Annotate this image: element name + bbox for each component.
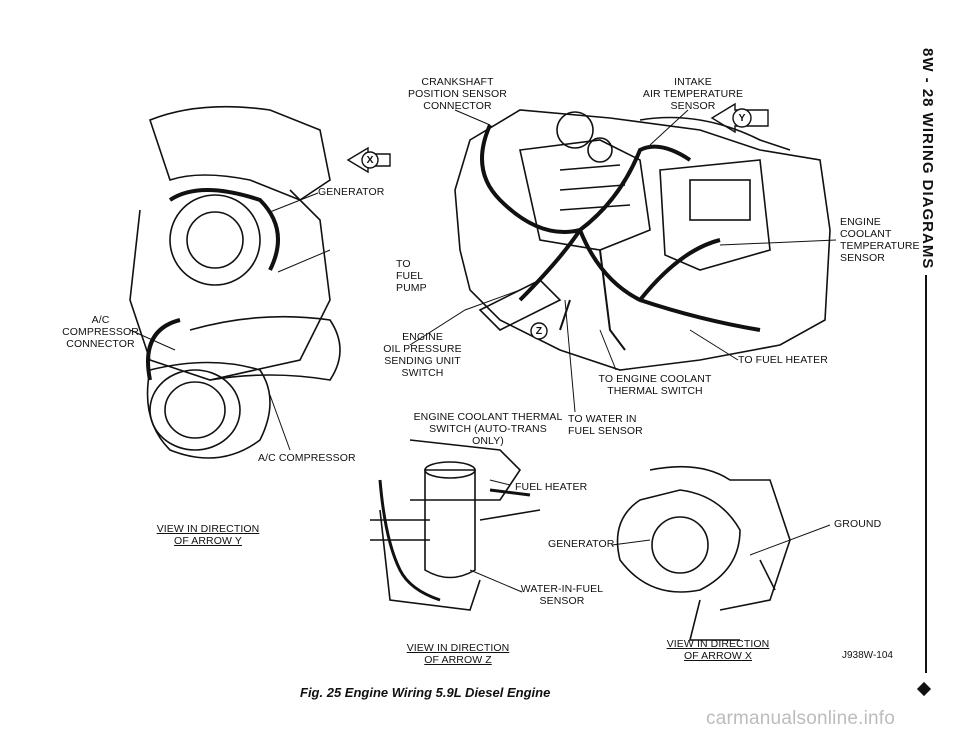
arrow-y-letter: Y — [738, 112, 746, 124]
arrow-x-letter: X — [366, 154, 374, 166]
to-fuel-heater-label: TO FUEL HEATER — [738, 354, 828, 366]
generator-view-x-label: GENERATOR — [548, 538, 615, 550]
figure-code: J938W-104 — [842, 650, 893, 661]
view-arrow-z-caption: VIEW IN DIRECTION OF ARROW Z — [406, 642, 510, 666]
fuel-heater-label: FUEL HEATER — [515, 481, 588, 493]
section-title: 8W - 28 WIRING DIAGRAMS — [919, 48, 936, 270]
generator-label: GENERATOR — [318, 186, 385, 198]
arrow-x-marker — [346, 146, 391, 174]
section-rule — [925, 275, 927, 673]
arrow-y-marker — [710, 102, 769, 134]
generator-x-body — [616, 489, 741, 593]
fuel-filter-body — [424, 469, 476, 579]
arrow-z-marker — [530, 322, 548, 340]
generator-body — [169, 194, 261, 286]
view-arrow-y-caption: VIEW IN DIRECTION OF ARROW Y — [156, 523, 260, 547]
view-arrow-x-caption: VIEW IN DIRECTION OF ARROW X — [666, 638, 770, 662]
engine-coolant-thermal-switch-auto-trans-label: ENGINE COOLANT THERMAL SWITCH (AUTO-TRAN… — [413, 411, 563, 447]
to-fuel-pump-label: TO FUEL PUMP — [396, 258, 427, 294]
ac-compressor-connector-label: A/C COMPRESSOR CONNECTOR — [62, 314, 139, 350]
to-water-in-fuel-sensor-label: TO WATER IN FUEL SENSOR — [568, 413, 643, 437]
wiring-harness-y — [480, 124, 761, 332]
oil-pressure-sending-unit-label: ENGINE OIL PRESSURE SENDING UNIT SWITCH — [383, 331, 462, 379]
intake-air-temperature-sensor-label: INTAKE AIR TEMPERATURE SENSOR — [642, 76, 744, 112]
water-in-fuel-sensor-label: WATER-IN-FUEL SENSOR — [520, 583, 604, 607]
intake-tube — [149, 105, 331, 201]
engine-coolant-temperature-sensor-label: ENGINE COOLANT TEMPERATURE SENSOR — [840, 216, 920, 264]
page-section-header: 8W - 28 WIRING DIAGRAMS — [908, 48, 948, 278]
ground-label: GROUND — [834, 518, 882, 530]
to-engine-coolant-thermal-switch-label: TO ENGINE COOLANT THERMAL SWITCH — [598, 373, 712, 397]
crankshaft-position-sensor-label: CRANKSHAFT POSITION SENSOR CONNECTOR — [408, 76, 507, 112]
watermark: carmanualsonline.info — [706, 708, 896, 729]
ac-compressor-body — [146, 361, 271, 459]
figure-caption: Fig. 25 Engine Wiring 5.9L Diesel Engine — [300, 685, 551, 700]
ac-compressor-label: A/C COMPRESSOR — [258, 452, 356, 464]
arrow-z-letter: Z — [535, 325, 543, 337]
engine-block — [454, 109, 831, 371]
